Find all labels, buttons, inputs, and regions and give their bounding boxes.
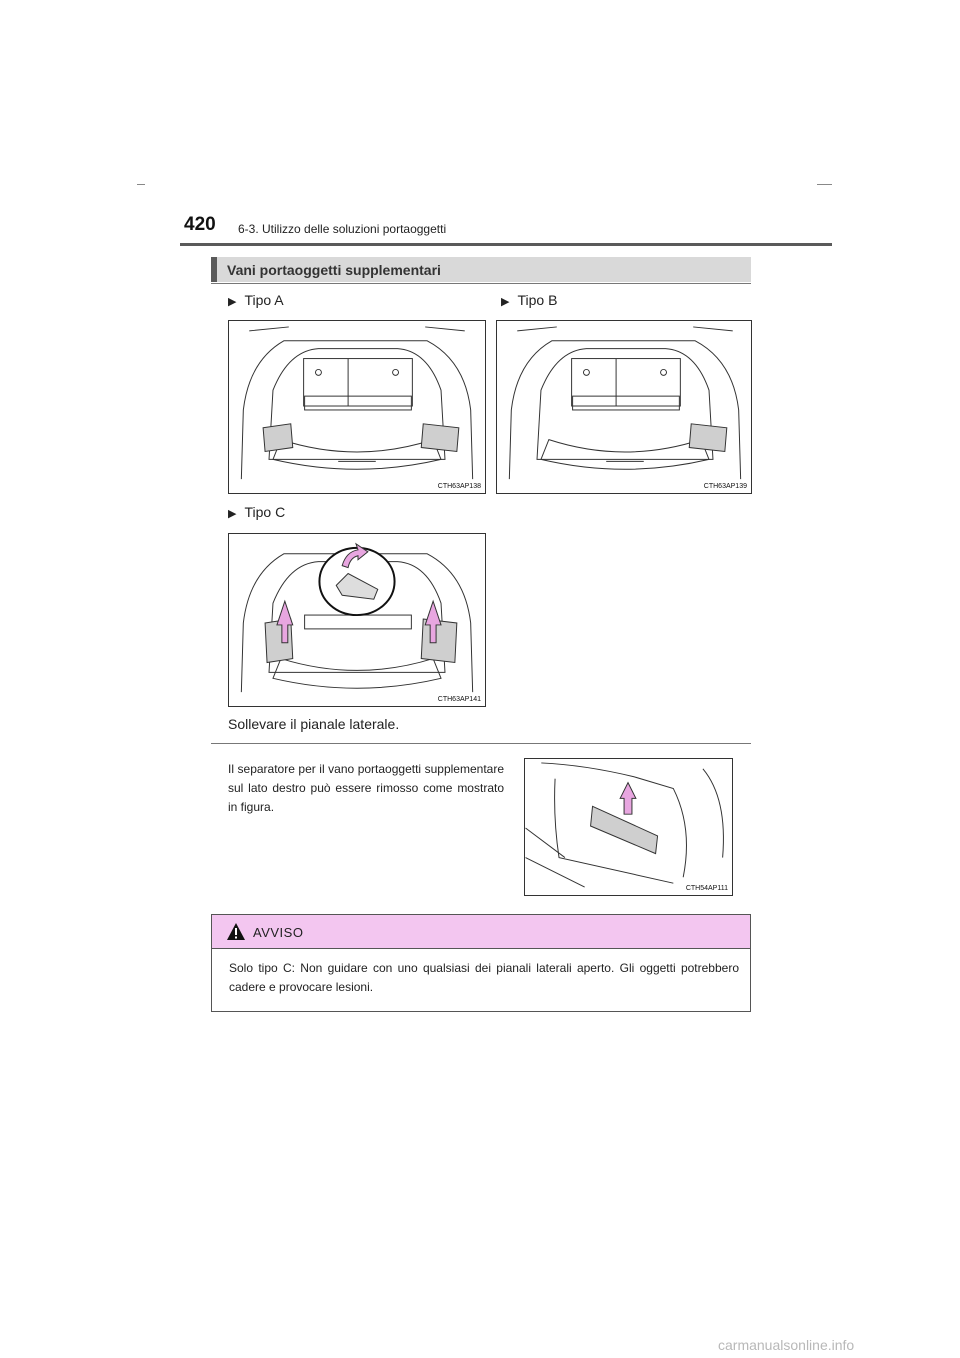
header-rule: [180, 243, 832, 246]
warning-header: AVVISO: [212, 915, 750, 949]
cargo-area-illustration: [508, 326, 742, 480]
figure-divider: CTH54AP111: [524, 758, 733, 896]
instruction-caption: Sollevare il pianale laterale.: [228, 716, 400, 732]
figure-code: CTH63AP139: [703, 483, 747, 490]
warning-text: Solo tipo C: Non guidare con uno qualsia…: [229, 961, 739, 994]
section-header: Vani portaoggetti supplementari: [211, 257, 751, 282]
warning-title: AVVISO: [253, 925, 304, 940]
chapter-title: 6-3. Utilizzo delle soluzioni portaogget…: [238, 222, 447, 236]
section-rule: [211, 283, 751, 284]
cargo-area-illustration: [240, 326, 474, 480]
type-c-label: ▶Tipo C: [228, 504, 286, 520]
type-a-label: ▶Tipo A: [228, 292, 284, 308]
paragraph: Il separatore per il vano portaoggetti s…: [228, 762, 504, 814]
triangle-bullet-icon: ▶: [228, 296, 237, 308]
watermark: carmanualsonline.info: [718, 1337, 855, 1353]
warning-triangle-icon: [227, 923, 245, 940]
figure-code: CTH63AP138: [437, 483, 481, 490]
lift-arrow-icon: [276, 599, 442, 644]
type-b-label: ▶Tipo B: [501, 292, 558, 308]
figure-type-b: CTH63AP139: [496, 320, 752, 494]
cargo-area-illustration: [240, 542, 474, 693]
side-compartment-illustration: [525, 762, 724, 888]
figure-code: CTH63AP141: [437, 696, 481, 703]
section-title: Vani portaoggetti supplementari: [227, 262, 441, 278]
lift-arrow-icon: [619, 781, 637, 815]
crop-mark: [137, 184, 145, 185]
warning-box: AVVISO Solo tipo C: Non guidare con uno …: [211, 914, 751, 1012]
page-number: 420: [184, 214, 216, 235]
figure-code: CTH54AP111: [685, 885, 728, 892]
triangle-bullet-icon: ▶: [501, 296, 510, 308]
figure-type-a: CTH63AP138: [228, 320, 486, 494]
figure-type-c: CTH63AP141: [228, 533, 486, 707]
divider-rule: [211, 743, 751, 744]
triangle-bullet-icon: ▶: [228, 508, 237, 520]
crop-mark: [817, 184, 832, 185]
